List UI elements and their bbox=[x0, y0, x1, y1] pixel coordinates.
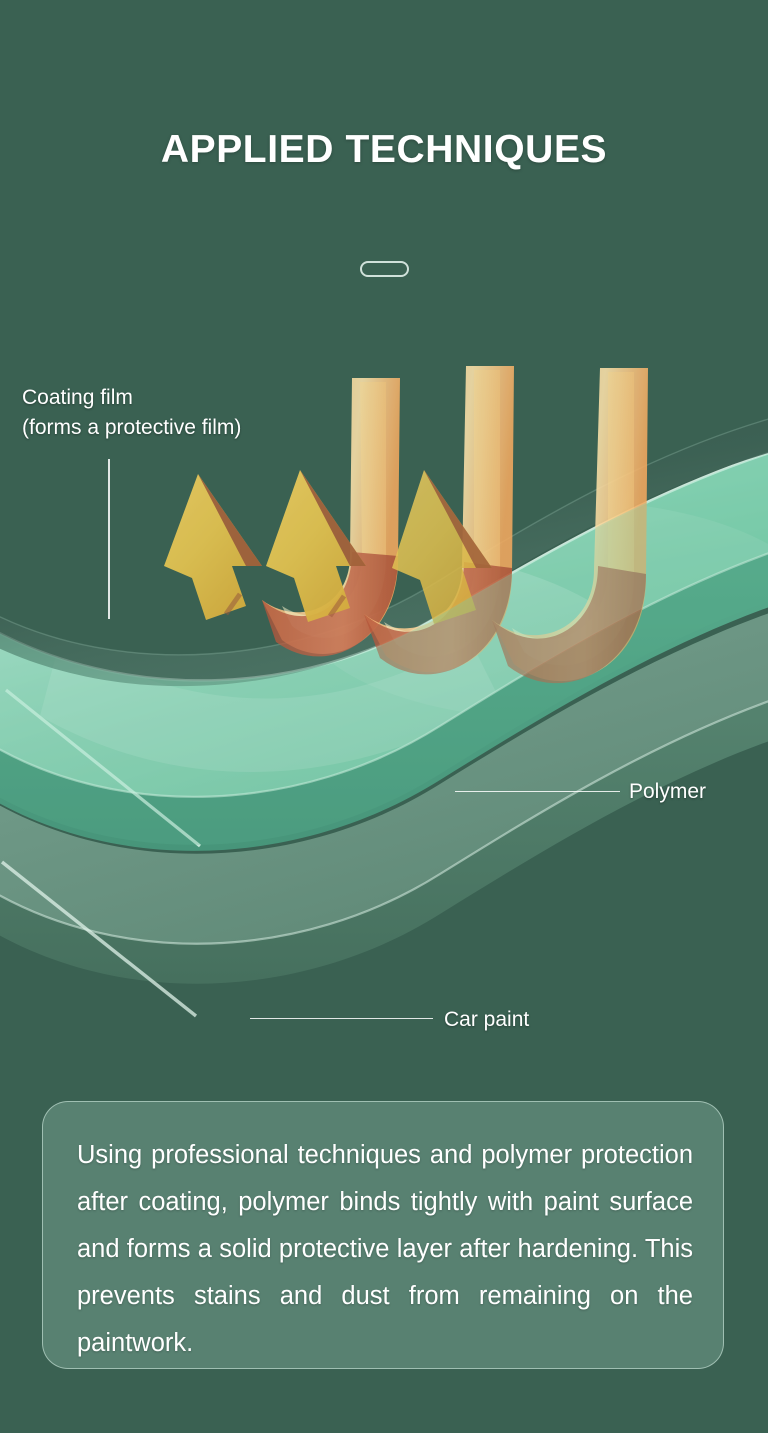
u-turn-arrow-1 bbox=[164, 378, 400, 657]
u-turn-arrow-2 bbox=[266, 366, 514, 675]
car-paint-layer bbox=[0, 613, 768, 984]
car-paint-bevel bbox=[0, 860, 198, 1018]
page-title: APPLIED TECHNIQUES bbox=[160, 128, 608, 171]
leader-line-polymer bbox=[455, 791, 620, 793]
pill-divider-icon bbox=[360, 261, 409, 277]
leader-line-coating-film bbox=[108, 459, 110, 619]
description-text: Using professional techniques and polyme… bbox=[77, 1141, 693, 1357]
label-coating-film-line2: (forms a protective film) bbox=[22, 415, 242, 439]
label-car-paint: Car paint bbox=[444, 1008, 530, 1031]
polymer-translucency-overlay bbox=[0, 452, 768, 797]
layered-coating-illustration bbox=[0, 366, 768, 1018]
u-turn-arrow-3 bbox=[392, 368, 648, 684]
leader-line-car-paint bbox=[250, 1018, 433, 1020]
label-coating-film-line1: Coating film bbox=[22, 386, 133, 409]
label-polymer: Polymer bbox=[629, 780, 707, 803]
label-coating-film: Coating film (forms a protective film) bbox=[22, 383, 241, 443]
description-box: Using professional techniques and polyme… bbox=[42, 1101, 724, 1369]
